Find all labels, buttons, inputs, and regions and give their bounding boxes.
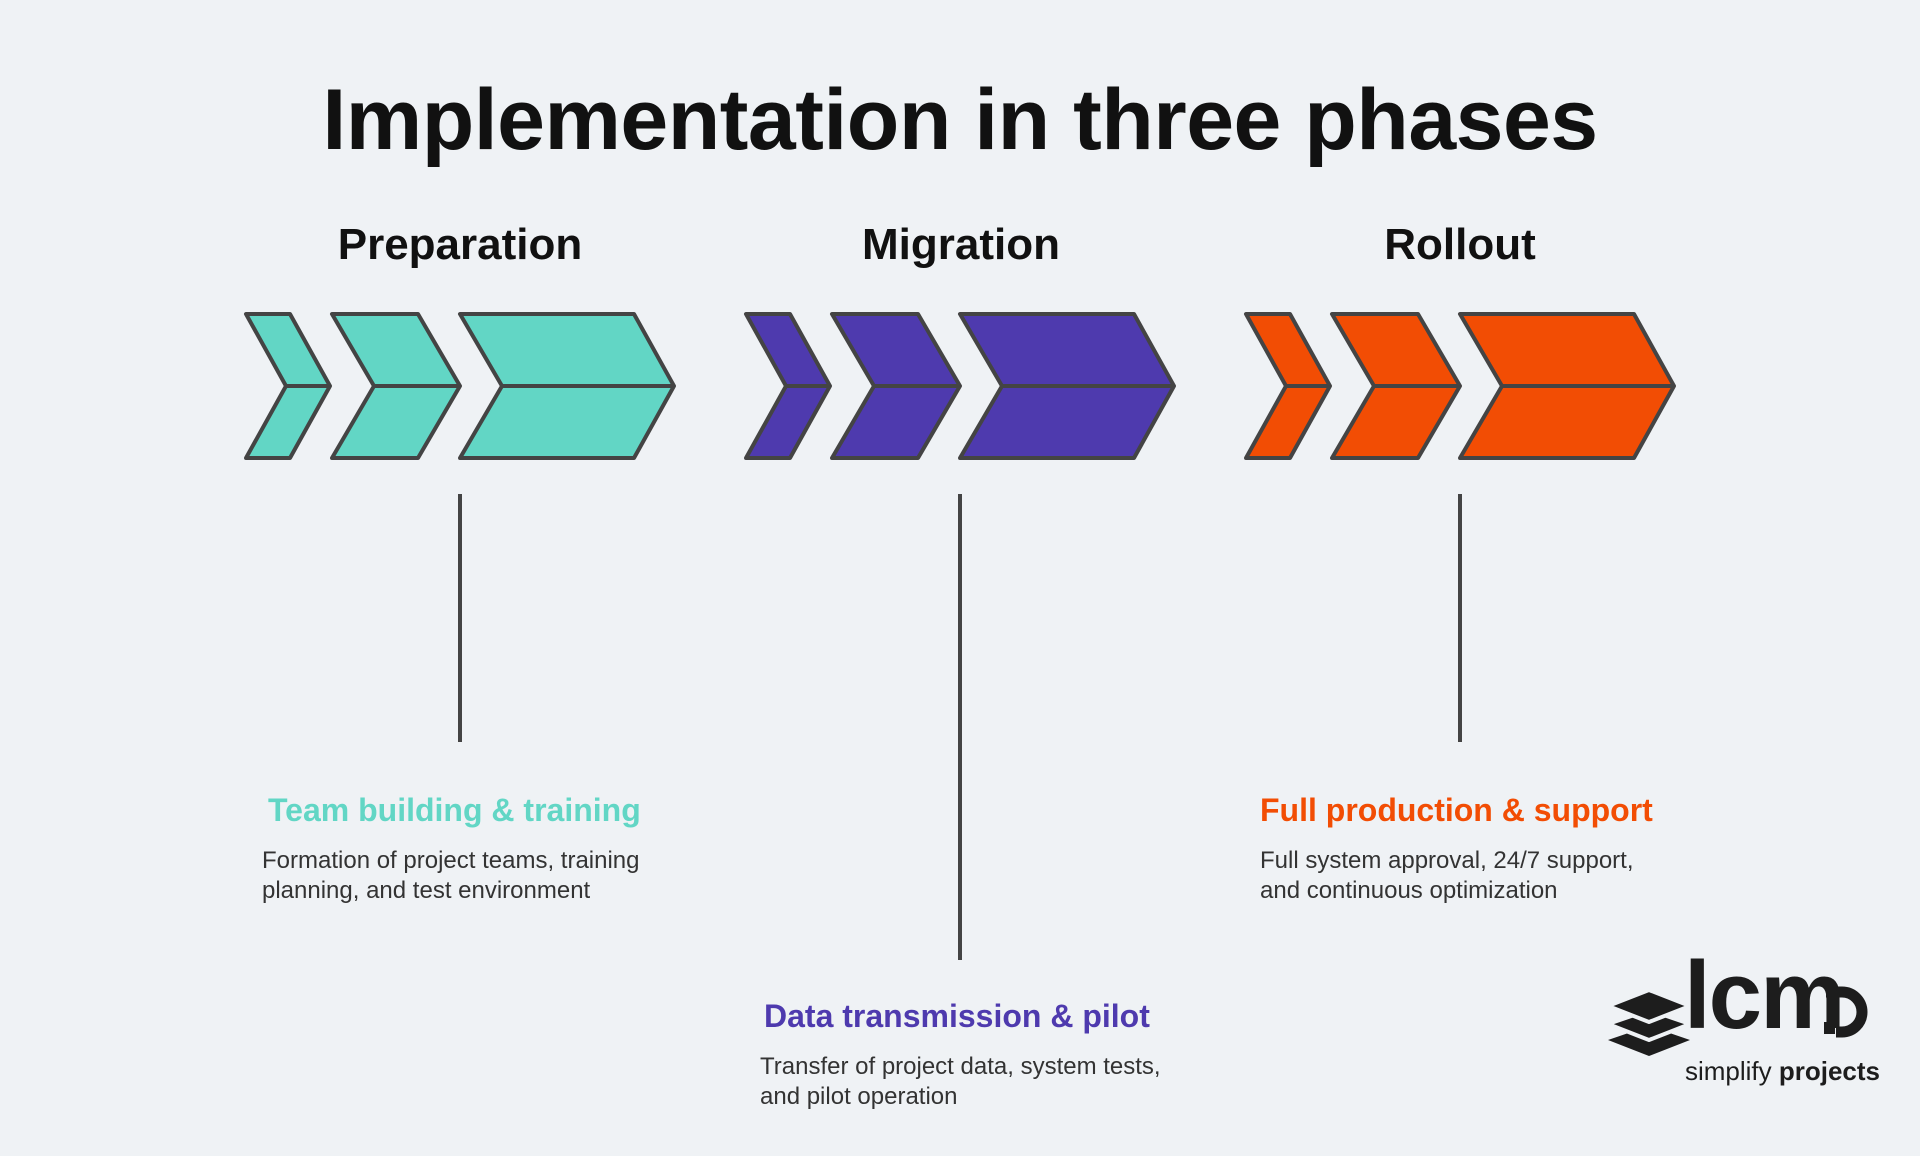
phase-text-line: Full system approval, 24/7 support, xyxy=(1260,847,1634,874)
phase-text-rollout: Full system approval, 24/7 support, and … xyxy=(1260,846,1730,906)
phase-text-preparation: Formation of project teams, training pla… xyxy=(262,846,732,906)
phase-text-migration: Transfer of project data, system tests, … xyxy=(760,1052,1230,1112)
phase-subtitle-migration: Data transmission & pilot xyxy=(764,998,1150,1034)
chevron-group-migration xyxy=(744,312,1176,460)
page-title: Implementation in three phases xyxy=(322,72,1598,168)
phase-text-line: and continuous optimization xyxy=(1260,877,1558,904)
phase-text-line: Transfer of project data, system tests, xyxy=(760,1053,1161,1080)
phase-title-preparation: Preparation xyxy=(337,220,583,269)
phase-description-rollout: Full production & support Full system ap… xyxy=(1260,790,1730,906)
logo-tagline: simplify projects xyxy=(1685,1056,1880,1086)
chevron-group-rollout xyxy=(1244,312,1676,460)
phase-title-migration: Migration xyxy=(862,220,1060,269)
phase-text-line: and pilot operation xyxy=(760,1083,958,1110)
phase-subtitle-rollout: Full production & support xyxy=(1260,792,1653,828)
phase-description-preparation: Team building & training Formation of pr… xyxy=(262,790,732,906)
tagline-bold: projects xyxy=(1778,1056,1880,1086)
phase-text-line: Formation of project teams, training xyxy=(262,847,640,874)
phase-description-migration: Data transmission & pilot Transfer of pr… xyxy=(760,996,1230,1112)
logo-wordmark: lcm xyxy=(1684,946,1845,1046)
chevron-group-preparation xyxy=(244,312,676,460)
stacked-layers-icon xyxy=(1606,988,1692,1056)
tagline-regular: simplify xyxy=(1684,1056,1772,1086)
logo-letter-p-icon xyxy=(1824,986,1868,1038)
phase-subtitle-preparation: Team building & training xyxy=(268,792,641,828)
logo-wordmark-text: lcm xyxy=(1684,942,1845,1049)
phase-title-rollout: Rollout xyxy=(1384,220,1536,269)
phase-text-line: planning, and test environment xyxy=(262,877,591,904)
brand-logo: lcm simplify projects xyxy=(1600,946,1880,1090)
